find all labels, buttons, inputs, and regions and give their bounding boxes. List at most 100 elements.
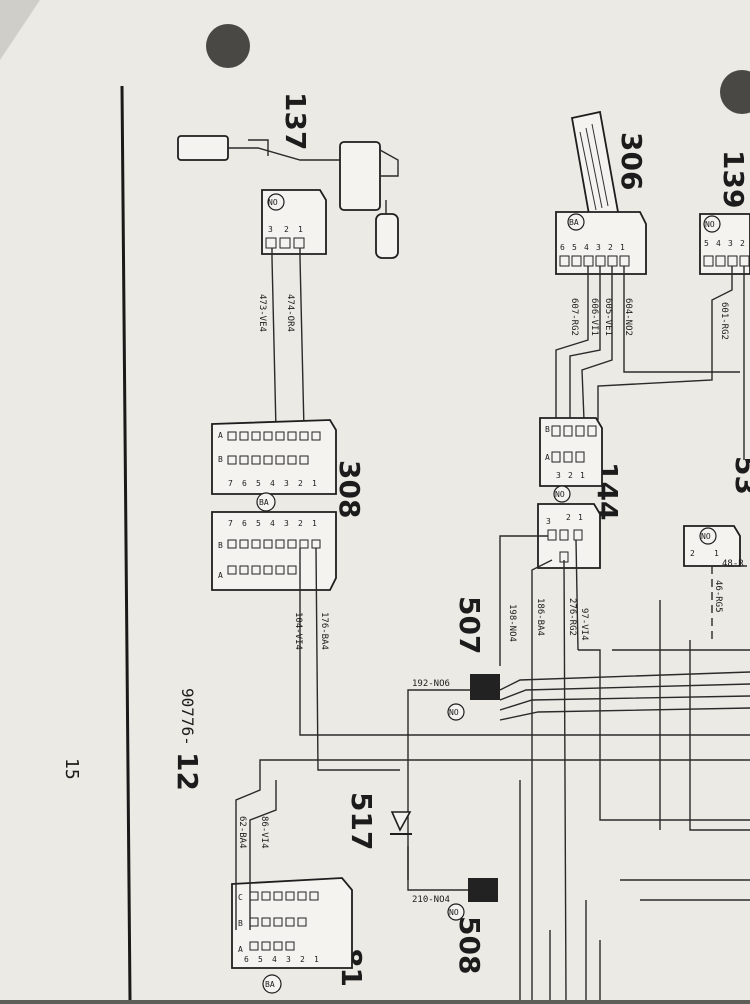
pin-label: 1 <box>314 955 319 964</box>
pin-label: 5 <box>258 955 263 964</box>
pin-label: 3 <box>284 479 289 488</box>
color-code-no: NO <box>705 220 715 229</box>
pin-label: 3 <box>596 243 601 252</box>
color-code-no: NO <box>555 490 565 499</box>
pin-label: 3 <box>556 471 561 480</box>
wire-label-48: 48-R <box>722 559 744 569</box>
fuel-gauge-sender-symbol <box>177 135 399 259</box>
pin-label: 2 <box>690 549 695 558</box>
pin-label: C <box>238 893 243 902</box>
component-137-label: 137 <box>279 92 312 150</box>
color-badge-no <box>447 703 465 721</box>
pin-label: 7 <box>228 519 233 528</box>
pin-label: A <box>545 453 550 462</box>
pin-label: 7 <box>228 479 233 488</box>
color-badge-ba <box>256 492 276 512</box>
wire-label-474: 474-OR4 <box>285 294 295 332</box>
wire-label-186: 186-BA4 <box>535 598 545 636</box>
terminal-507 <box>470 674 500 700</box>
pin-label: 5 <box>572 243 577 252</box>
color-badge-no <box>447 903 465 921</box>
pin-label: 4 <box>270 519 275 528</box>
page-margin-line <box>120 85 132 1001</box>
color-code-ba: BA <box>265 980 275 989</box>
pin-label: 5 <box>256 479 261 488</box>
pin-label: 5 <box>704 239 709 248</box>
component-308-label: 308 <box>333 460 366 518</box>
pin-label: 3 <box>286 955 291 964</box>
component-508-label: 508 <box>453 916 486 974</box>
connector-137: NO 1 2 3 <box>261 189 327 255</box>
pin-label: B <box>545 425 550 434</box>
wire-label-104: 104-VI4 <box>293 612 303 650</box>
diagram-number: 12 <box>171 752 204 791</box>
color-code-no: NO <box>268 198 278 207</box>
pin-label: 2 <box>740 239 745 248</box>
connector-139: NO 2 3 4 5 <box>699 213 750 275</box>
connector-306: BA 6 5 4 3 2 1 <box>555 211 647 275</box>
wire-label-276: 276-RG2 <box>567 598 577 636</box>
wire-label-97: 97-VI4 <box>579 608 589 641</box>
pin-label: B <box>218 455 223 464</box>
pin-label: 5 <box>256 519 261 528</box>
color-code-no: NO <box>449 708 459 717</box>
terminal-508 <box>468 878 498 902</box>
component-139-label: 139 <box>717 150 750 208</box>
pin-label: 1 <box>312 519 317 528</box>
color-code-no: NO <box>701 532 711 541</box>
diagram-ref: 90776- <box>178 688 197 746</box>
pin-label: 4 <box>270 479 275 488</box>
pin-label: 6 <box>242 519 247 528</box>
punch-hole <box>720 70 750 114</box>
pin-label: 1 <box>312 479 317 488</box>
pin-label: 2 <box>298 479 303 488</box>
wire-label-46: 46-RG5 <box>713 580 723 613</box>
connector-308-lower: 1 2 3 4 5 6 7 B A <box>211 511 337 591</box>
pin-label: 1 <box>298 225 303 234</box>
pin-label: 2 <box>284 225 289 234</box>
punch-hole <box>206 24 250 68</box>
diode-517-symbol <box>390 811 412 835</box>
pin-label: 6 <box>560 243 565 252</box>
pin-label: 2 <box>568 471 573 480</box>
wire-label-473: 473-VE4 <box>257 294 267 332</box>
component-306-label: 306 <box>615 132 648 190</box>
wire-label-605: 605-VE1 <box>603 298 613 336</box>
connector-53: NO 1 2 <box>683 525 741 567</box>
wire-label-210: 210-NO4 <box>412 895 450 905</box>
pin-label: 2 <box>298 519 303 528</box>
pin-label: A <box>238 945 243 954</box>
component-507-label: 507 <box>453 596 486 654</box>
pin-label: 2 <box>608 243 613 252</box>
pin-label: A <box>218 571 223 580</box>
connector-144-upper: B A 1 2 3 <box>539 417 603 487</box>
pin-label: 3 <box>268 225 273 234</box>
connector-308-upper: A B 1 2 3 4 5 6 7 <box>211 419 337 495</box>
pin-label: 4 <box>272 955 277 964</box>
pin-label: 1 <box>620 243 625 252</box>
pin-label: 1 <box>714 549 719 558</box>
pin-label: 3 <box>728 239 733 248</box>
pin-label: 3 <box>546 517 551 526</box>
connector-144-lower: 1 2 3 <box>537 503 601 569</box>
pin-label: 4 <box>584 243 589 252</box>
wire-label-604: 604-NO2 <box>623 298 633 336</box>
wire-label-86: 86-VI4 <box>259 816 269 849</box>
wire-label-192: 192-NO6 <box>412 679 450 689</box>
harness-bundle <box>499 600 750 1000</box>
page-number: 15 <box>61 758 82 780</box>
pin-label: 2 <box>566 513 571 522</box>
pin-label: 1 <box>580 471 585 480</box>
wire-label-607: 607-RG2 <box>569 298 579 336</box>
wire-label-601: 601-RG2 <box>719 302 729 340</box>
pin-label: 6 <box>244 955 249 964</box>
pin-label: B <box>238 919 243 928</box>
color-badge-ba <box>262 974 282 994</box>
pin-label: 1 <box>578 513 583 522</box>
color-badge-no <box>553 485 571 503</box>
wire-label-606: 606-VI1 <box>589 298 599 336</box>
pin-label: 4 <box>716 239 721 248</box>
color-code-ba: BA <box>259 498 269 507</box>
